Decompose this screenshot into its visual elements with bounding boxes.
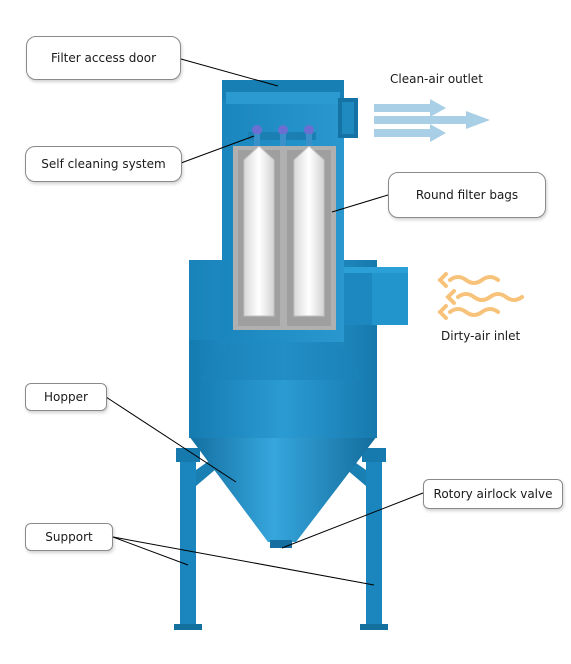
hopper-cone [189, 436, 377, 542]
filter-bags [243, 145, 325, 317]
label-self-cleaning-system: Self cleaning system [25, 146, 182, 182]
label-dirty-air-inlet: Dirty-air inlet [441, 329, 521, 343]
dirty-air-inlet-duct [340, 267, 408, 325]
label-rotary-airlock-valve: Rotory airlock valve [423, 479, 563, 509]
label-filter-access-door: Filter access door [26, 36, 181, 80]
rotary-airlock-valve-shape [270, 540, 292, 548]
leader-lines [105, 58, 424, 586]
label-hopper: Hopper [25, 383, 107, 411]
clean-air-outlet-duct [338, 98, 358, 138]
dirty-air-arrows [437, 272, 524, 320]
self-cleaning-nozzles [248, 125, 316, 146]
label-round-filter-bags: Round filter bags [388, 172, 546, 218]
clean-air-arrows [374, 99, 490, 142]
label-clean-air-outlet: Clean-air outlet [390, 72, 483, 86]
label-support: Support [25, 523, 113, 551]
support-legs [174, 446, 388, 630]
